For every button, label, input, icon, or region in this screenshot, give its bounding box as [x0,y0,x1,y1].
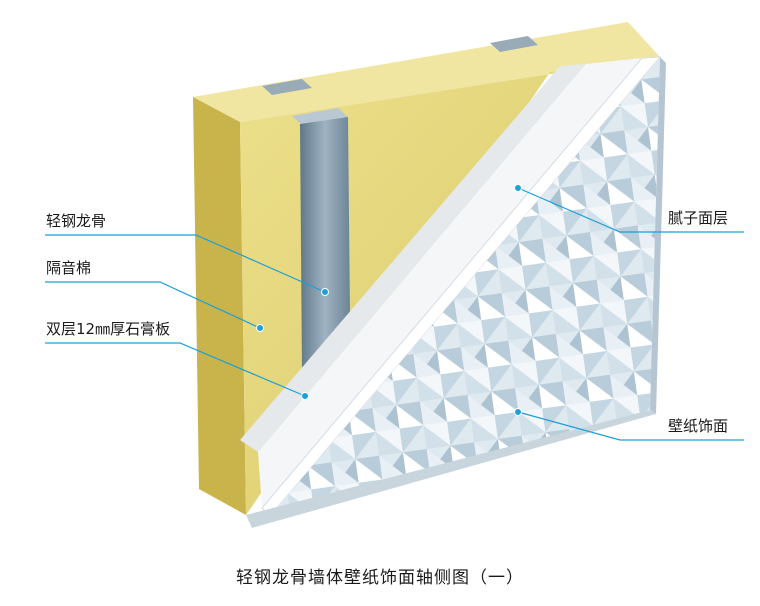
steel-stud-front [300,117,350,372]
leader-line-steel-keel [45,234,326,293]
wallpaper-bottom-edge [246,410,656,528]
leader-dots [256,184,522,416]
label-wallpaper-finish: 壁纸饰面 [668,417,729,435]
wallpaper-surface [260,57,660,522]
label-double-gypsum-board: 双层12㎜厚石膏板 [46,320,171,338]
leader-line-wallpaper [517,411,744,441]
label-light-steel-keel: 轻钢龙骨 [46,212,107,230]
leader-dot-putty [514,184,522,192]
leader-dot-wallpaper [514,408,522,416]
label-sound-insulation-cotton: 隔音棉 [46,259,92,277]
leader-dot-gypsum [301,392,309,400]
leader-lines [45,187,744,441]
figure-caption: 轻钢龙骨墙体壁纸饰面轴侧图（一） [236,568,524,588]
leader-line-insulation [45,281,261,329]
leader-dot-steel-keel [321,288,329,296]
steel-stud-top [292,108,348,125]
gypsum-board-outer [240,64,586,452]
insulation-side-face [193,97,246,515]
wallpaper-right-edge [650,57,666,414]
label-putty-layer: 腻子面层 [668,209,729,227]
leader-line-gypsum [45,342,306,397]
steel-clip-left [262,79,312,95]
leader-line-putty [517,187,744,233]
insulation-top-face [193,22,660,122]
gypsum-board-face [258,58,642,508]
steel-clip-right [490,36,538,52]
leader-dot-insulation [256,324,264,332]
